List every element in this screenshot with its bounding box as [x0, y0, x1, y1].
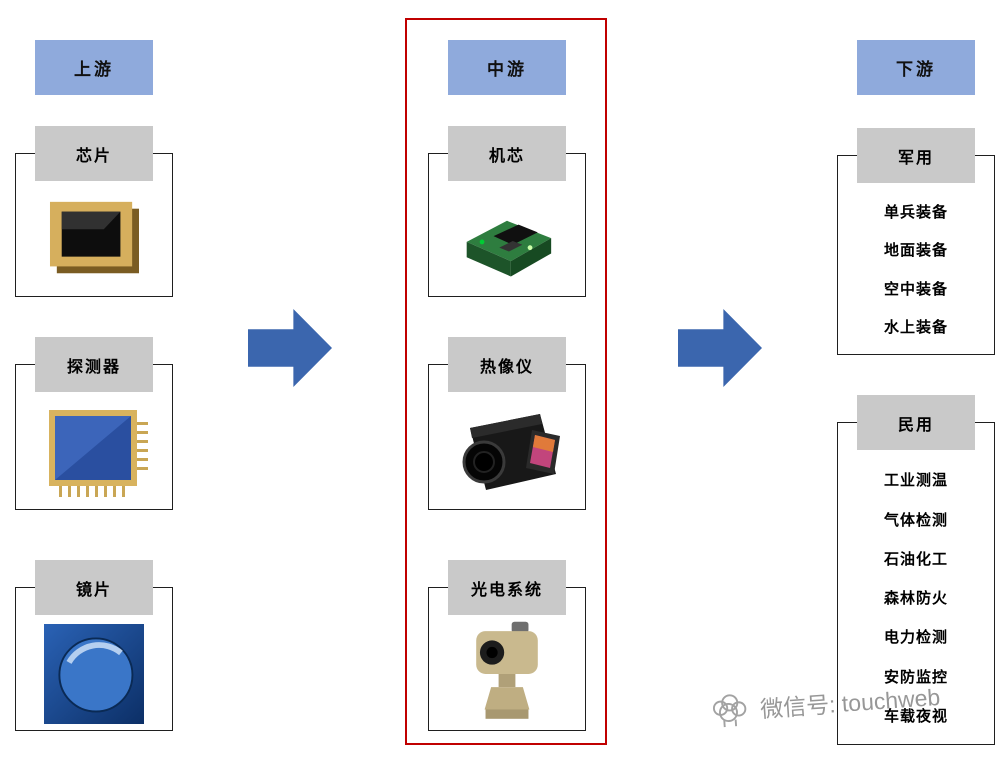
downstream-civil-box: 工业测温 气体检测 石油化工 森林防火 电力检测 安防监控 车载夜视: [837, 422, 995, 745]
upstream-item-label-lens: 镜片: [35, 560, 153, 615]
upstream-item-label-detector: 探测器: [35, 337, 153, 392]
thermal-core-photo: [466, 220, 552, 277]
downstream-military-item: 水上装备: [883, 318, 948, 336]
downstream-civil-item: 安防监控: [883, 668, 948, 686]
optical-lens-photo: [44, 624, 144, 724]
downstream-military-item: 空中装备: [883, 280, 948, 298]
downstream-civil-item: 气体检测: [883, 511, 948, 529]
arrow-upstream-to-midstream: [248, 309, 332, 387]
watermark: 微信号: touchweb: [705, 676, 941, 730]
upstream-item-label-chip: 芯片: [35, 126, 153, 181]
column-header-upstream: 上游: [35, 40, 153, 95]
thermal-imager-photo: [462, 414, 560, 490]
downstream-military-box: 单兵装备 地面装备 空中装备 水上装备: [837, 155, 995, 355]
column-header-downstream: 下游: [857, 40, 975, 95]
midstream-item-label-eo-system: 光电系统: [448, 560, 566, 615]
arrow-midstream-to-downstream: [678, 309, 762, 387]
downstream-civil-item: 森林防火: [883, 590, 948, 607]
column-header-midstream: 中游: [448, 40, 566, 95]
infrared-detector-photo: [49, 410, 148, 497]
infrared-chip-photo: [49, 201, 139, 274]
downstream-civil-item: 电力检测: [883, 629, 948, 647]
downstream-military-item: 地面装备: [883, 242, 948, 260]
downstream-civil-item: 车载夜视: [883, 707, 948, 725]
electro-optical-system-photo: [476, 621, 538, 719]
downstream-group-label-civil: 民用: [857, 395, 975, 450]
midstream-item-label-imager: 热像仪: [448, 337, 566, 392]
downstream-group-label-military: 军用: [857, 128, 975, 183]
midstream-item-label-core: 机芯: [448, 126, 566, 181]
downstream-civil-item: 工业测温: [883, 472, 948, 490]
downstream-military-item: 单兵装备: [883, 204, 948, 222]
downstream-civil-item: 石油化工: [883, 550, 948, 568]
sheep-cloud-logo: [712, 694, 747, 728]
